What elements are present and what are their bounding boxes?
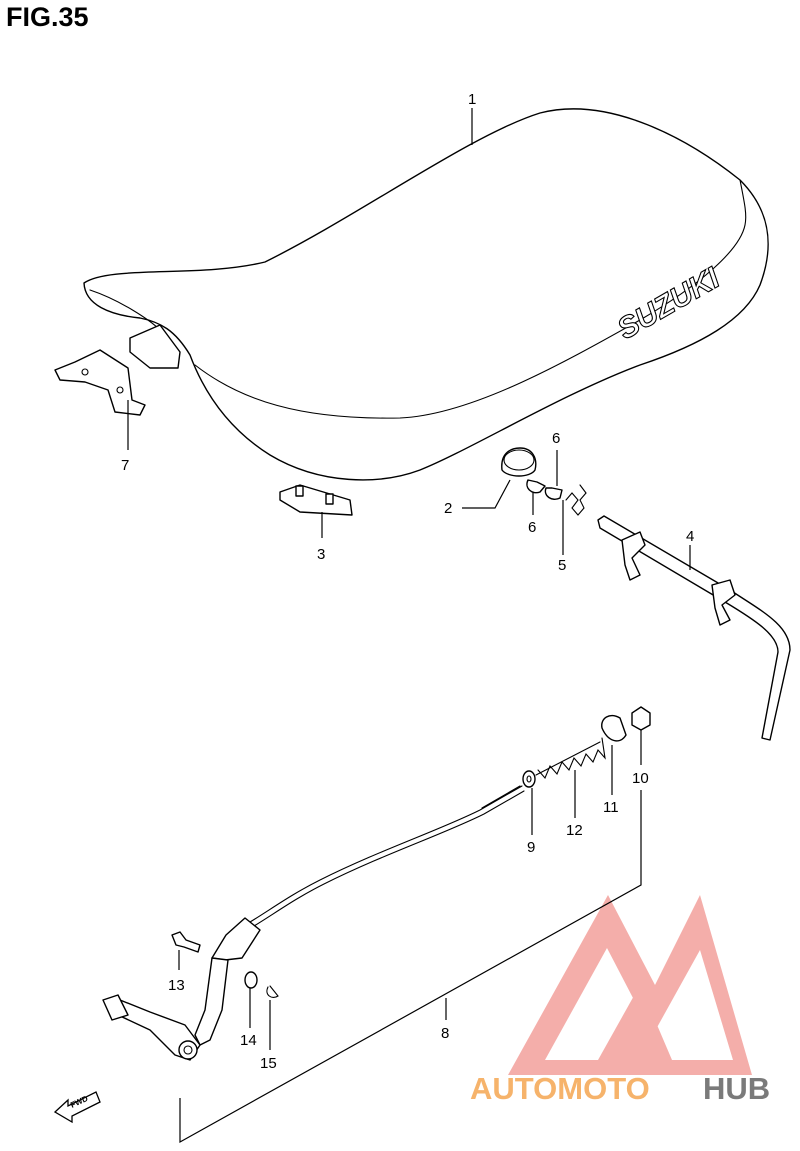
plate-part [279, 484, 353, 516]
callout-6a: 6 [552, 430, 560, 447]
callout-5: 5 [558, 557, 566, 574]
cable-lever-part [102, 785, 525, 1061]
nut-part [631, 706, 651, 731]
watermark-brand-part1: AUTOMOTO [470, 1071, 650, 1106]
callout-14: 14 [240, 1032, 257, 1049]
cotter-pin-part [266, 985, 279, 998]
watermark-text: AUTOMOTO HUB [470, 1071, 770, 1106]
callout-2: 2 [444, 500, 452, 517]
watermark-logo [508, 895, 752, 1075]
callout-4: 4 [686, 528, 694, 545]
callout-3: 3 [317, 546, 325, 563]
clip-part-b [544, 487, 563, 500]
callout-15: 15 [260, 1055, 277, 1072]
leader-lines [127, 108, 691, 1144]
cushion-part [501, 447, 537, 477]
forward-arrow-icon: FWD [53, 1091, 101, 1124]
seat-part: SUZUKI [83, 108, 769, 481]
figure-title: FIG.35 [6, 2, 89, 32]
watermark-brand-part2: HUB [703, 1071, 770, 1106]
callout-13: 13 [168, 977, 185, 994]
callout-1: 1 [468, 91, 476, 108]
callout-labels: 1 2 3 4 5 6 6 7 8 9 10 11 12 13 14 15 [121, 91, 694, 1072]
callout-11: 11 [603, 799, 619, 816]
bracket-part [54, 349, 146, 416]
callout-8: 8 [441, 1025, 449, 1042]
callout-9: 9 [527, 839, 535, 856]
callout-10: 10 [632, 770, 649, 787]
clip-part-a [526, 479, 546, 494]
washer-part-small [244, 971, 258, 989]
callout-12: 12 [566, 822, 583, 839]
spring-part [565, 484, 587, 516]
coil-spring-part [535, 737, 606, 780]
callout-7: 7 [121, 457, 129, 474]
callout-6b: 6 [528, 519, 536, 536]
bolt-part [171, 931, 201, 953]
rod-part [597, 515, 791, 741]
cap-part [601, 714, 627, 742]
washer-part [522, 770, 536, 788]
